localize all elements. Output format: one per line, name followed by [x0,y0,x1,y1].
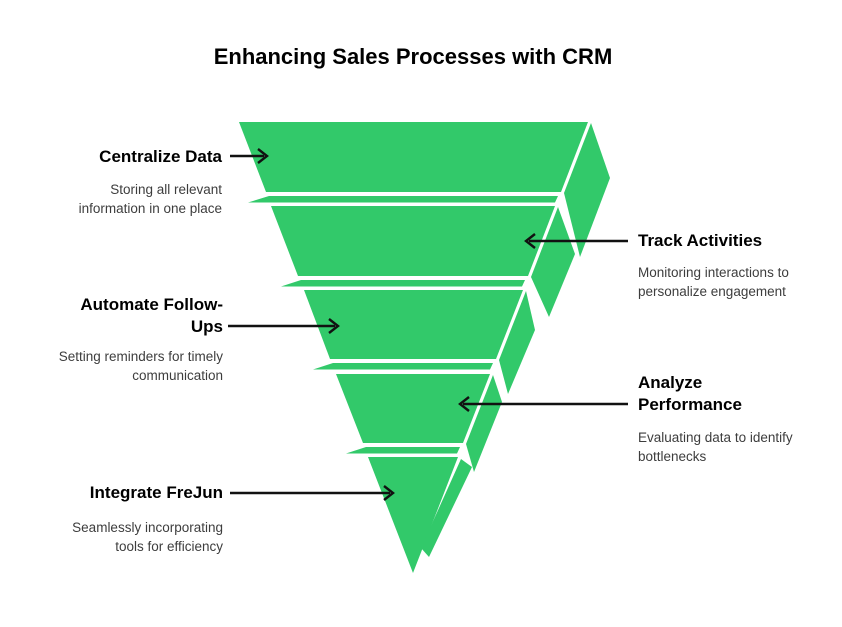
stage-title: Automate Follow- Ups [80,295,223,336]
stage-4-front-face [336,374,490,443]
stage-1-side-face [564,123,610,257]
stage-2-side-face [531,207,575,317]
stage-4-arrow [458,396,628,412]
stage-title: Centralize Data [99,147,222,166]
stage-label-analyze-performance: Analyze Performance Evaluating data to i… [638,372,833,466]
stage-4-side-face [466,375,502,472]
stage-5-front-face [368,457,458,573]
stage-description: Monitoring interactions to personalize e… [638,265,789,299]
funnel-stage-3 [304,290,535,394]
stage-title: Analyze Performance [638,373,742,414]
stage-4-bottom-face [346,447,460,454]
stage-5-side-face [421,459,472,557]
funnel-stage-4 [336,374,502,472]
funnel-stage-5 [368,457,472,573]
stage-description: Seamlessly incorporating tools for effic… [72,520,223,554]
stage-label-integrate-frejun: Integrate FreJun Seamlessly incorporatin… [18,482,223,556]
stage-label-track-activities: Track Activities Monitoring interactions… [638,230,833,301]
stage-2-arrow [524,233,628,249]
arrow-head-left-icon [524,233,536,249]
stage-title: Integrate FreJun [89,483,223,502]
stage-description: Evaluating data to identify bottlenecks [638,430,793,464]
stage-description: Setting reminders for timely communicati… [58,349,223,383]
stage-5-arrow [230,485,395,501]
arrow-head-right-icon [257,148,269,164]
stage-3-bottom-face [313,363,493,370]
stage-title: Track Activities [638,231,763,250]
page-title: Enhancing Sales Processes with CRM [213,44,613,69]
arrow-head-left-icon [458,396,470,412]
stage-3-side-face [499,291,535,394]
stage-1-bottom-face [248,196,558,203]
stage-label-centralize-data: Centralize Data Storing all relevant inf… [22,146,222,218]
stage-2-bottom-face [281,280,525,287]
arrow-head-right-icon [383,485,395,501]
stage-1-front-face [239,122,588,192]
arrow-head-right-icon [328,318,340,334]
stage-2-front-face [271,206,555,276]
funnel-stage-2 [271,206,575,317]
funnel-stage-1 [239,122,610,257]
stage-description: Storing all relevant information in one … [78,182,222,216]
stage-1-arrow [230,148,269,164]
stage-label-automate-follow-ups: Automate Follow- Ups Setting reminders f… [18,294,223,385]
stage-3-arrow [228,318,340,334]
stage-3-front-face [304,290,523,359]
